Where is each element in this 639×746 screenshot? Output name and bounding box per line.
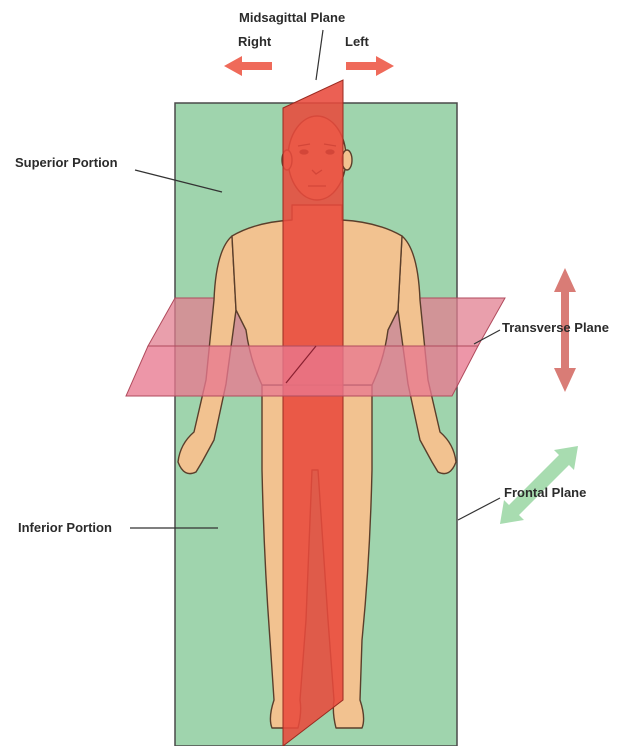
midsagittal-plane (283, 80, 343, 746)
left-direction-label: Left (345, 34, 369, 50)
right-arrow-icon (346, 56, 394, 76)
superior-portion-label: Superior Portion (15, 155, 118, 171)
left-arrow-icon (224, 56, 272, 76)
inferior-portion-label: Inferior Portion (18, 520, 112, 536)
transverse-plane-label: Transverse Plane (502, 320, 609, 336)
right-direction-label: Right (238, 34, 271, 50)
midsagittal-plane-label: Midsagittal Plane (239, 10, 345, 26)
frontal-plane-label: Frontal Plane (504, 485, 586, 501)
transverse-plane-front (126, 346, 478, 396)
